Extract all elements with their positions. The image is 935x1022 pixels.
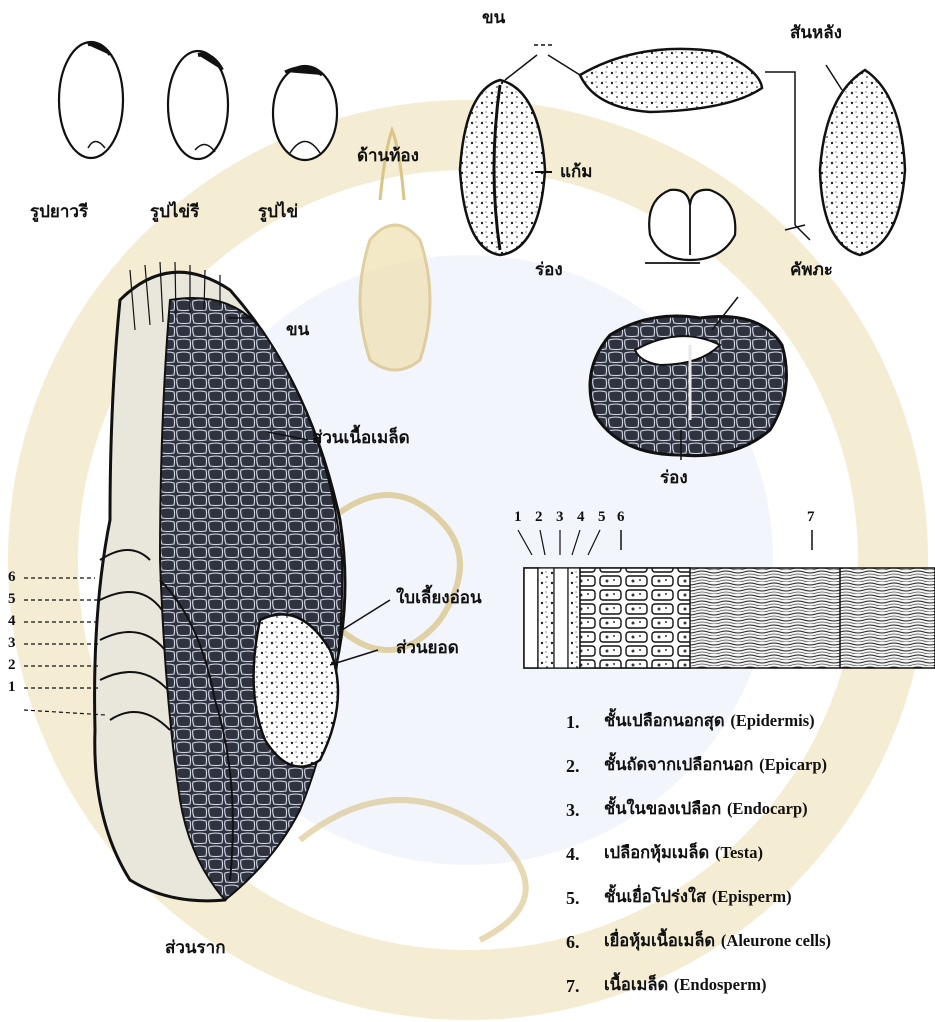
legend-thai: ชั้นในของเปลือก (604, 799, 721, 818)
legend-text: เปลือกหุ้มเมล็ด (Testa) (604, 840, 763, 866)
label-groove: ร่อง (535, 262, 563, 279)
label-endosperm-part: ส่วนเนื้อเมล็ด (312, 430, 410, 447)
legend-text: ชั้นเปลือกนอกสุด (Epidermis) (604, 708, 815, 734)
legend-text: ชั้นถัดจากเปลือกนอก (Epicarp) (604, 752, 827, 778)
label-root: ส่วนราก (165, 940, 226, 957)
shape-elongated-grain (59, 42, 123, 158)
layer-number-4: 4 (8, 614, 16, 629)
legend-thai: ชั้นถัดจากเปลือกนอก (604, 755, 753, 774)
strip-number-5: 5 (598, 510, 606, 525)
legend-number: 5. (566, 888, 580, 909)
label-cheek: แก้ม (560, 164, 592, 181)
legend-number: 7. (566, 976, 580, 997)
label-back: สันหลัง (790, 25, 842, 42)
legend-item: 4. เปลือกหุ้มเมล็ด (Testa) (566, 840, 935, 884)
strip-number-2: 2 (535, 510, 543, 525)
legend-text: เยื่อหุ้มเนื้อเมล็ด (Aleurone cells) (604, 928, 831, 954)
legend-item: 1. ชั้นเปลือกนอกสุด (Epidermis) (566, 708, 935, 752)
legend-text: เนื้อเมล็ด (Endosperm) (604, 972, 767, 998)
legend-number: 1. (566, 712, 580, 733)
label-hair-section: ขน (286, 322, 309, 339)
layer-number-5: 5 (8, 592, 16, 607)
legend-english: (Testa) (715, 843, 763, 862)
grain-cross-section (590, 316, 786, 456)
grain-heart-outline (645, 190, 735, 263)
label-groove-cross: ร่อง (660, 470, 688, 487)
legend-text: ชั้นในของเปลือก (Endocarp) (604, 796, 808, 822)
legend-english: (Epicarp) (759, 755, 827, 774)
strip-number-6: 6 (617, 510, 625, 525)
layer-strip (524, 568, 935, 668)
legend-thai: เนื้อเมล็ด (604, 975, 668, 994)
layer-number-3: 3 (8, 636, 16, 651)
legend-text: ชั้นเยื่อโปร่งใส (Episperm) (604, 884, 792, 910)
shape-ovate-grain (168, 51, 228, 159)
grain-side-view (580, 49, 762, 112)
legend-english: (Endosperm) (674, 975, 767, 994)
legend-english: (Endocarp) (727, 799, 808, 818)
legend-thai: ชั้นเยื่อโปร่งใส (604, 887, 706, 906)
legend-number: 4. (566, 844, 580, 865)
label-belly: ด้านท้อง (357, 148, 419, 165)
layer-number-1: 1 (8, 680, 16, 695)
label-elongated: รูปยาวรี (30, 204, 88, 221)
label-ovate: รูปไข่รี (150, 204, 199, 221)
label-young-leaf: ใบเลี้ยงอ่อน (396, 590, 482, 607)
strip-number-1: 1 (514, 510, 522, 525)
label-hair-top: ขน (482, 10, 505, 27)
legend-english: (Aleurone cells) (721, 931, 831, 950)
label-egg: รูปไข่ (258, 204, 298, 221)
legend-english: (Episperm) (712, 887, 792, 906)
legend-item: 5. ชั้นเยื่อโปร่งใส (Episperm) (566, 884, 935, 928)
legend: 1. ชั้นเปลือกนอกสุด (Epidermis) 2. ชั้นถ… (566, 708, 935, 1016)
legend-english: (Epidermis) (730, 711, 814, 730)
label-embryo: คัพภะ (790, 262, 833, 279)
layer-number-2: 2 (8, 658, 16, 673)
strip-number-3: 3 (556, 510, 564, 525)
legend-number: 3. (566, 800, 580, 821)
legend-number: 2. (566, 756, 580, 777)
layer-number-6: 6 (8, 570, 16, 585)
legend-thai: ชั้นเปลือกนอกสุด (604, 711, 725, 730)
grain-back-view (820, 70, 905, 255)
legend-item: 2. ชั้นถัดจากเปลือกนอก (Epicarp) (566, 752, 935, 796)
shape-egg-grain (273, 66, 337, 160)
legend-thai: เปลือกหุ้มเมล็ด (604, 843, 709, 862)
legend-thai: เยื่อหุ้มเนื้อเมล็ด (604, 931, 715, 950)
strip-number-4: 4 (577, 510, 585, 525)
legend-item: 6. เยื่อหุ้มเนื้อเมล็ด (Aleurone cells) (566, 928, 935, 972)
strip-number-7: 7 (807, 510, 815, 525)
legend-item: 3. ชั้นในของเปลือก (Endocarp) (566, 796, 935, 840)
legend-number: 6. (566, 932, 580, 953)
label-shoot: ส่วนยอด (396, 640, 459, 657)
legend-item: 7. เนื้อเมล็ด (Endosperm) (566, 972, 935, 1016)
